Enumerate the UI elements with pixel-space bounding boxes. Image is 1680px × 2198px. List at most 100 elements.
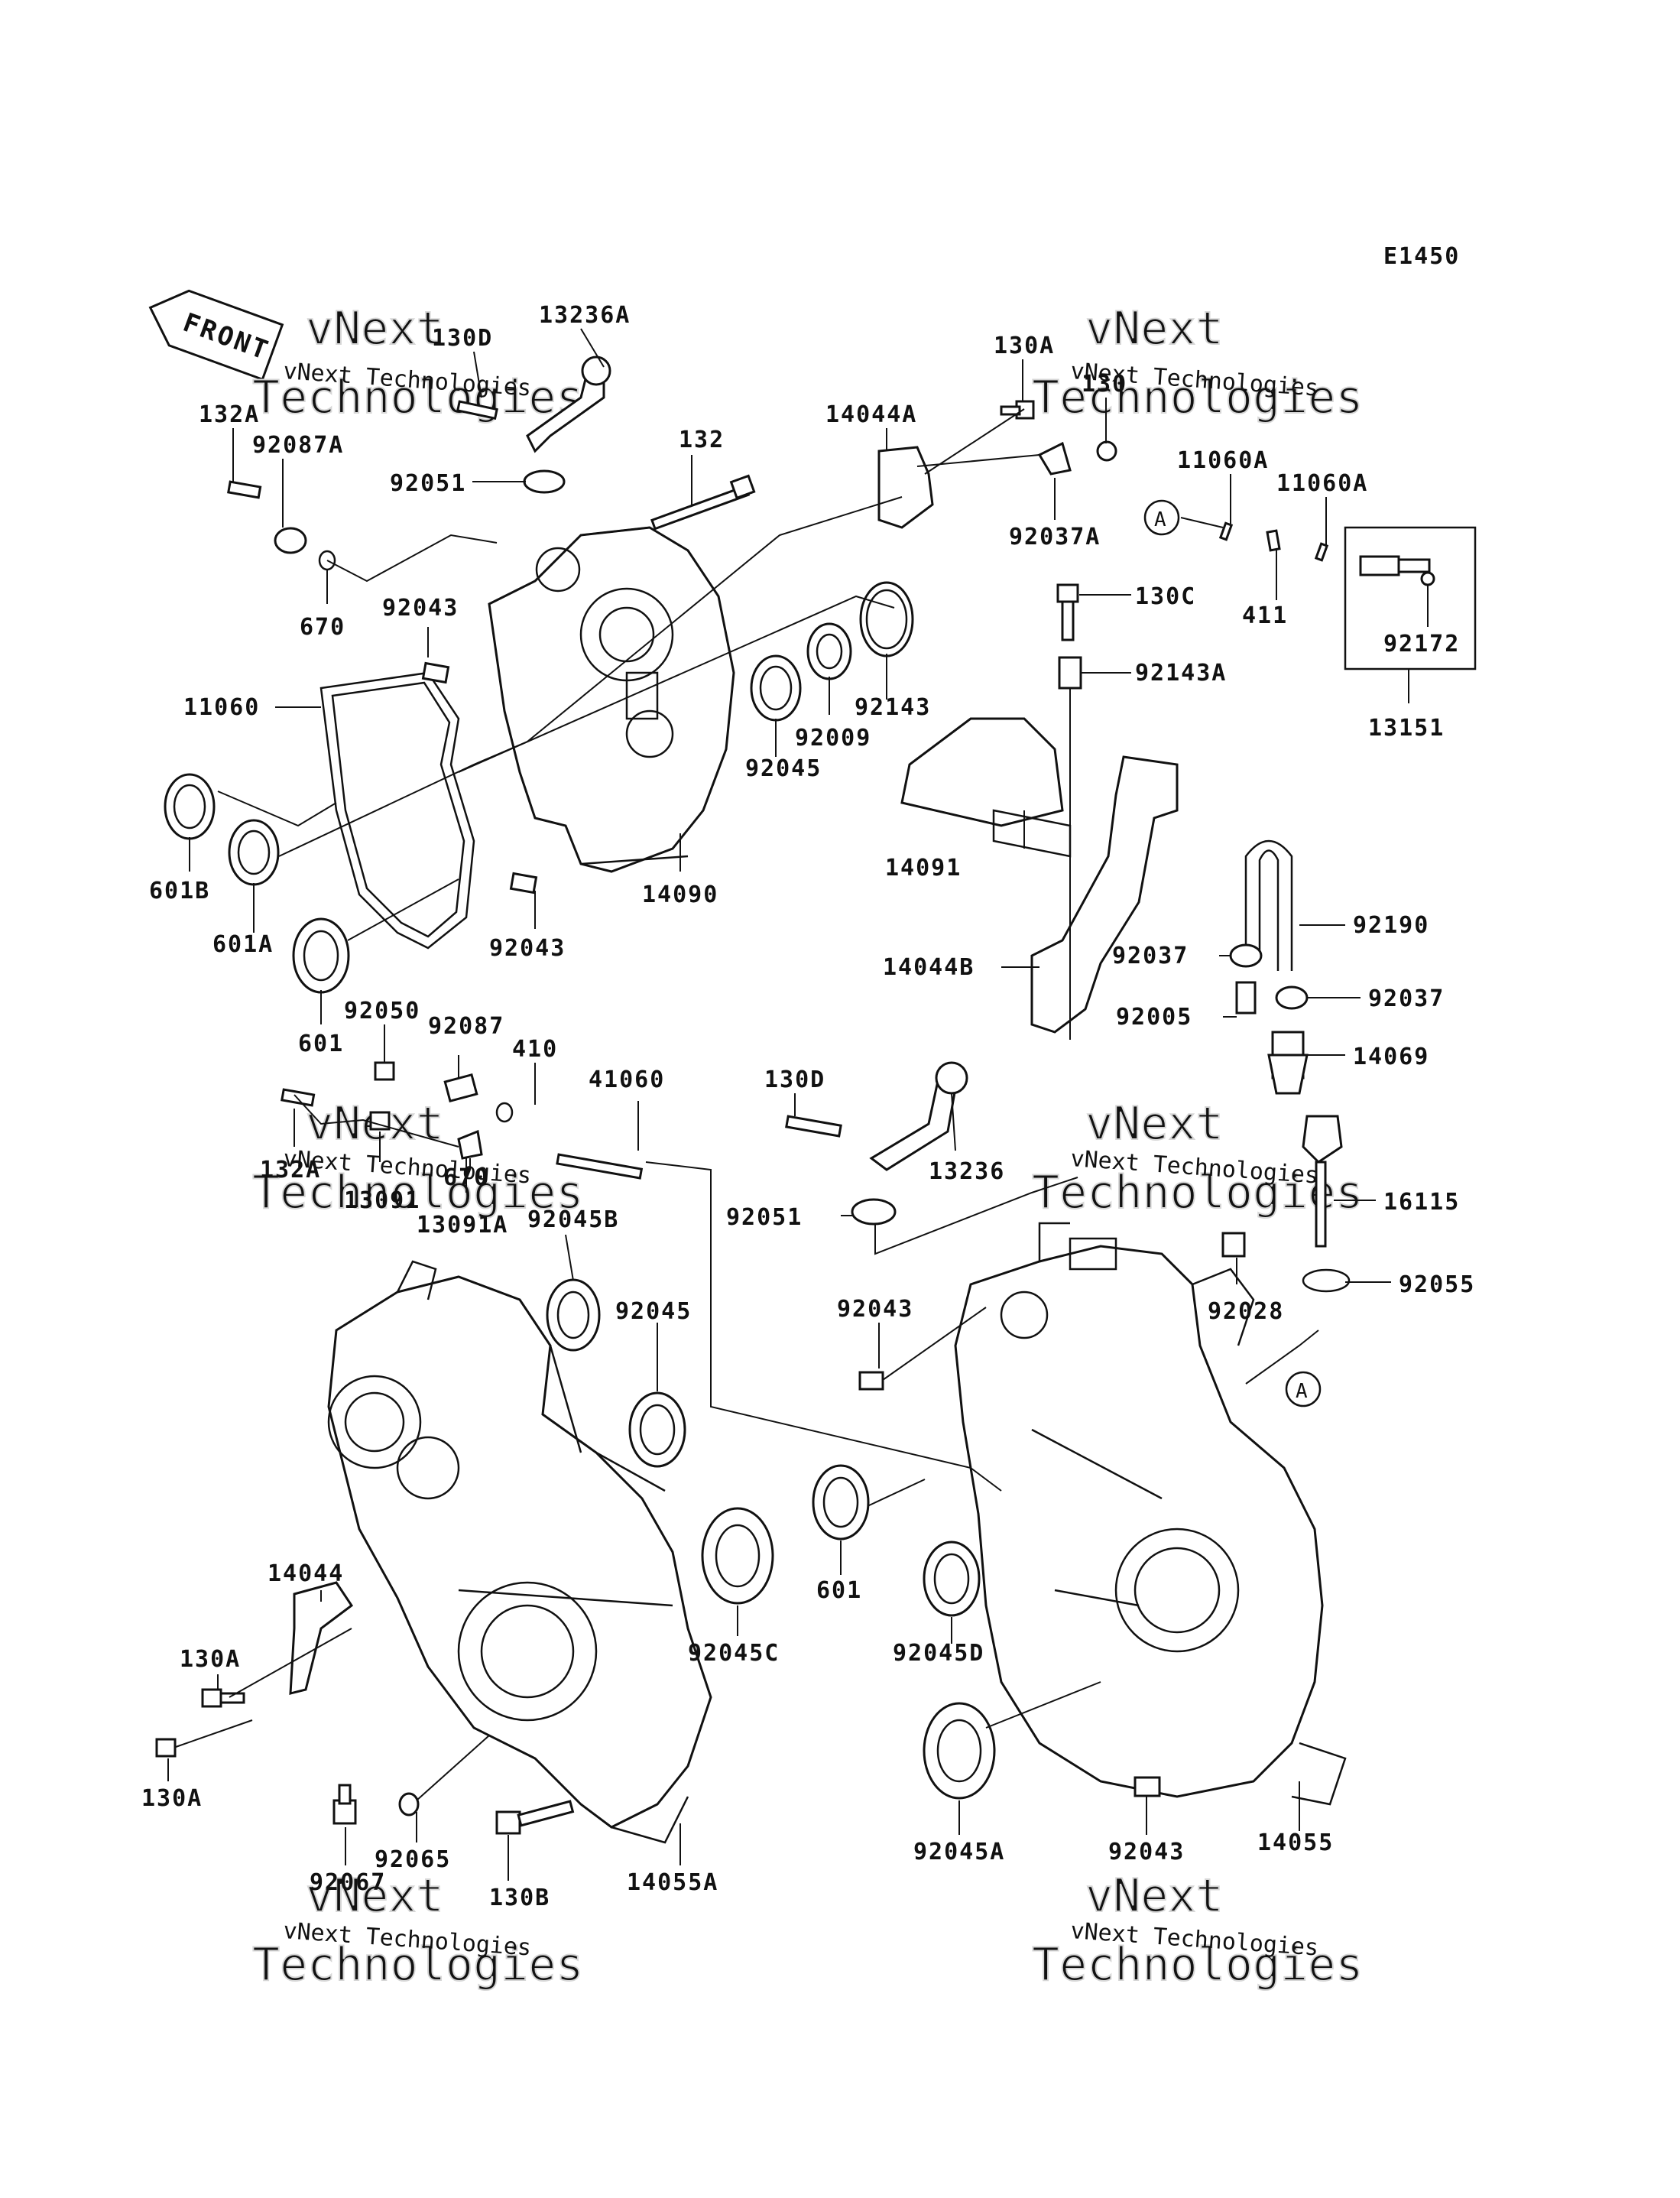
leader-lines (167, 328, 1429, 1881)
watermark-top-left: vNext Technologies vNext Technologies (251, 301, 584, 425)
pin-92043-mid (858, 1371, 884, 1391)
label-16115: 16115 (1383, 1189, 1460, 1216)
bearing-92045b (546, 1278, 601, 1352)
bolt-132a-mid (281, 1088, 316, 1107)
label-13236a: 13236A (539, 302, 631, 329)
label-92190: 92190 (1353, 912, 1429, 939)
seal-92051-mid (851, 1198, 897, 1226)
sensor-13151 (1344, 526, 1477, 670)
ref-marker-a-top: A (1143, 499, 1180, 536)
bearing-92045a (923, 1702, 996, 1800)
label-13236: 13236 (929, 1158, 1005, 1185)
label-601-lower: 601 (816, 1577, 862, 1604)
label-14055: 14055 (1257, 1830, 1334, 1856)
dipstick-16115 (1302, 1115, 1343, 1248)
label-14044a: 14044A (825, 401, 917, 428)
label-670-top: 670 (300, 614, 345, 641)
pin-92043-upper2 (509, 872, 538, 894)
svg-text:vNext: vNext (1085, 302, 1224, 356)
label-130d-top: 130D (432, 325, 493, 352)
label-130a-lower2: 130A (141, 1785, 203, 1812)
clip-11060a-2 (1314, 542, 1329, 562)
label-92045-upper: 92045 (745, 755, 822, 782)
label-92143a: 92143A (1135, 660, 1227, 687)
watermark-top-right: vNext Technologies vNext Technologies (1031, 301, 1364, 425)
label-601b: 601B (149, 878, 210, 904)
label-670-mid: 670 (443, 1164, 489, 1191)
svg-text:Technologies: Technologies (1032, 1938, 1363, 1992)
bearing-601b (164, 773, 216, 840)
pin-92043-upper1 (421, 661, 450, 684)
label-92037-2: 92037 (1368, 985, 1445, 1012)
bearing-601-lower (812, 1464, 870, 1541)
watermark-bottom-right: vNext Technologies vNext Technologies (1031, 1868, 1364, 1992)
bracket-14091 (900, 717, 1072, 858)
label-11060a-1: 11060A (1177, 447, 1269, 474)
bolt-130c (1056, 583, 1079, 641)
seal-92051-top (523, 469, 566, 494)
label-14044b: 14044B (883, 954, 975, 981)
label-92045a: 92045A (913, 1839, 1005, 1865)
ring-92143 (859, 581, 914, 657)
bracket-14044 (289, 1581, 354, 1695)
label-92043-upper1: 92043 (382, 595, 459, 622)
svg-text:vNext: vNext (1085, 1097, 1224, 1151)
label-130a-top: 130A (994, 333, 1055, 359)
svg-text:Technologies: Technologies (1032, 371, 1363, 424)
label-132a-top: 132A (199, 401, 260, 428)
bracket-14044a (877, 446, 934, 529)
washer-92065 (398, 1792, 420, 1817)
label-92043-upper2: 92043 (489, 935, 566, 962)
lever-13236 (869, 1061, 968, 1171)
label-92045d: 92045D (893, 1640, 984, 1667)
label-13151: 13151 (1368, 715, 1445, 742)
gearcase-cover-14090 (488, 526, 735, 873)
label-14069: 14069 (1353, 1044, 1429, 1070)
label-92067: 92067 (310, 1869, 386, 1896)
label-601-upper: 601 (298, 1031, 344, 1057)
clip-92037a (1037, 441, 1072, 476)
label-92045b: 92045B (527, 1206, 619, 1233)
label-11060a-2: 11060A (1276, 470, 1368, 497)
crankcase-14055a (327, 1260, 712, 1844)
watermark-middle-left: vNext Technologies vNext Technologies (251, 1096, 584, 1220)
label-13091: 13091 (344, 1187, 420, 1214)
watermark-bottom-left: vNext Technologies vNext Technologies (251, 1868, 584, 1992)
breather-14069 (1267, 1031, 1309, 1095)
pin-92043-lower (1134, 1776, 1161, 1797)
fitting-92005 (1235, 981, 1257, 1015)
label-13091a: 13091A (417, 1212, 508, 1239)
lever-13236a (526, 356, 611, 453)
label-130c: 130C (1135, 583, 1196, 610)
label-92055: 92055 (1399, 1271, 1475, 1298)
label-92009: 92009 (795, 725, 871, 752)
bolt-92067 (332, 1784, 357, 1825)
front-arrow-icon: FRONT (148, 289, 284, 381)
clamp-92037-1 (1229, 943, 1263, 968)
label-92051-mid: 92051 (726, 1204, 803, 1231)
label-14055a: 14055A (627, 1869, 718, 1896)
label-14091: 14091 (885, 855, 962, 881)
pin-92143a (1058, 656, 1082, 690)
bolt-130a-lower2 (155, 1738, 177, 1758)
plate-13091 (369, 1111, 391, 1131)
ref-marker-a-bottom: A (1285, 1371, 1322, 1407)
svg-text:vNext: vNext (1085, 1869, 1224, 1923)
washer-410 (495, 1102, 514, 1123)
bearing-92045d (923, 1541, 981, 1617)
label-410: 410 (512, 1036, 558, 1063)
hose-92190 (1244, 839, 1293, 971)
bolt-130b (495, 1800, 575, 1835)
svg-text:Technologies: Technologies (1032, 1166, 1363, 1219)
label-14044: 14044 (268, 1560, 344, 1587)
label-130d-mid: 130D (764, 1067, 825, 1093)
bearing-92045c (701, 1507, 774, 1605)
gasket-11060 (319, 671, 475, 950)
label-601a: 601A (212, 931, 274, 958)
label-92045-lower: 92045 (615, 1298, 692, 1325)
label-92028: 92028 (1208, 1298, 1284, 1325)
bolt-130a-top (1000, 400, 1035, 420)
plate-13091a (457, 1129, 483, 1160)
label-92051-top: 92051 (390, 470, 466, 497)
label-92065: 92065 (375, 1846, 451, 1873)
